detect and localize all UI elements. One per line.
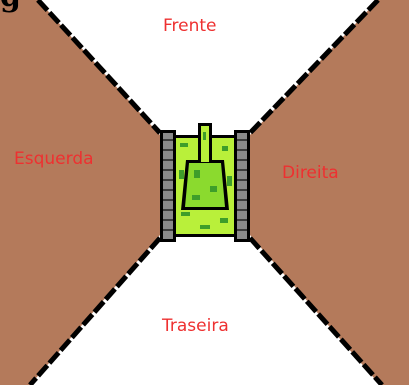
- page-title-fragment: g: [0, 0, 21, 12]
- border-line-bottom-left: [28, 236, 162, 385]
- left-zone: [0, 0, 160, 385]
- right-zone-label: Direita: [282, 163, 339, 183]
- tank-icon: [160, 123, 250, 242]
- left-zone-label: Esquerda: [14, 149, 94, 169]
- border-line-top-right: [248, 0, 380, 135]
- right-zone: [250, 0, 409, 385]
- border-line-bottom-right: [248, 236, 384, 385]
- border-line-top-left: [36, 0, 162, 135]
- tank-sprite[interactable]: [158, 124, 254, 244]
- back-zone-label: Traseira: [162, 316, 229, 336]
- front-zone-label: Frente: [163, 16, 217, 36]
